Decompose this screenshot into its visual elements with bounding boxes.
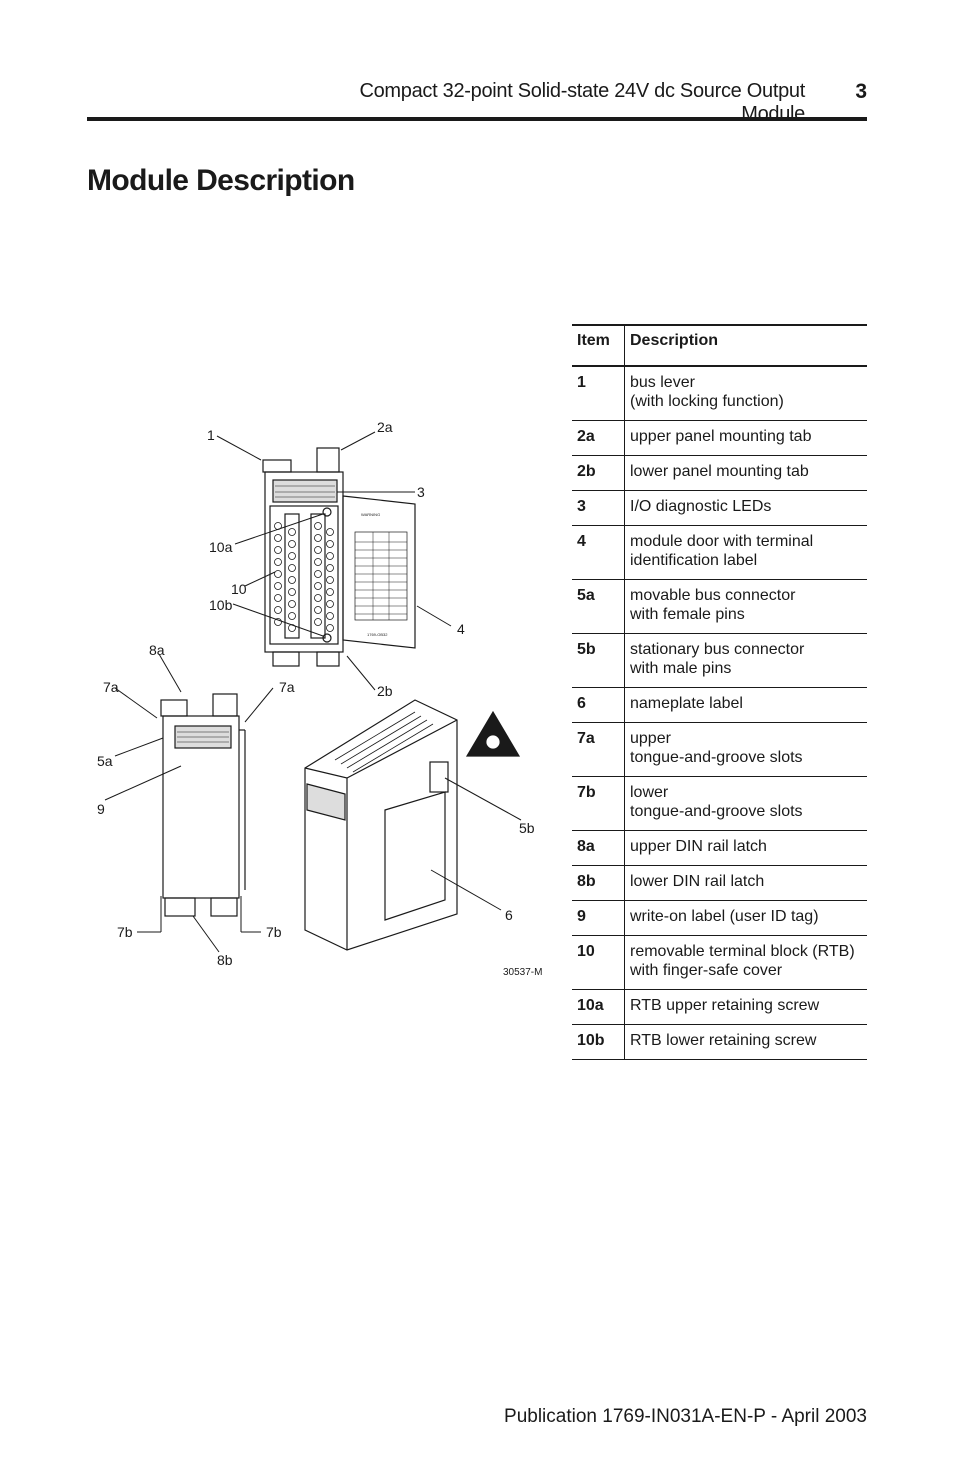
item-id: 10b	[572, 1024, 625, 1060]
table-row: 8b lower DIN rail latch	[572, 865, 867, 901]
callout-10a: 10a	[209, 539, 233, 555]
callout-7b-left: 7b	[117, 924, 133, 940]
callout-4: 4	[457, 621, 465, 637]
callout-1: 1	[207, 427, 215, 443]
item-id: 7b	[572, 776, 625, 831]
item-description: module door with terminal identification…	[630, 533, 814, 569]
item-description: write-on label (user ID tag)	[630, 908, 819, 925]
item-id: 8a	[572, 830, 625, 866]
item-id: 8b	[572, 865, 625, 901]
callout-8b: 8b	[217, 952, 233, 968]
callout-10: 10	[231, 581, 247, 597]
item-description: upper tongue-and-groove slots	[630, 730, 803, 766]
led-grid	[275, 485, 335, 498]
door-part-number: 1769-OB32	[367, 632, 388, 637]
item-description: nameplate label	[630, 695, 743, 712]
callout-7a-right: 7a	[279, 679, 295, 695]
column-header-description: Description	[630, 332, 719, 349]
module-diagram-svg: WARNING 1769-OB32 1 2a 3 10a 10 10b 4 8a…	[97, 419, 542, 978]
item-id: 10a	[572, 989, 625, 1025]
item-description: upper DIN rail latch	[630, 838, 767, 855]
table-row: 2a upper panel mounting tab	[572, 420, 867, 456]
terminal-screws	[274, 522, 334, 632]
item-id: 9	[572, 900, 625, 936]
callout-10b: 10b	[209, 597, 233, 613]
item-description: I/O diagnostic LEDs	[630, 498, 772, 515]
table-row: 2b lower panel mounting tab	[572, 455, 867, 491]
side-vents	[177, 731, 229, 743]
item-description: RTB lower retaining screw	[630, 1032, 817, 1049]
callout-3: 3	[417, 484, 425, 500]
callout-2a: 2a	[377, 419, 393, 435]
item-description: RTB upper retaining screw	[630, 997, 820, 1014]
top-ribs	[334, 711, 434, 773]
leader-lines	[104, 431, 522, 953]
callout-9: 9	[97, 801, 105, 817]
column-header-item: Item	[572, 325, 625, 366]
item-id: 2b	[572, 455, 625, 491]
table-row: 10a RTB upper retaining screw	[572, 989, 867, 1025]
callout-7b-right: 7b	[266, 924, 282, 940]
item-description: lower tongue-and-groove slots	[630, 784, 803, 820]
table-row: 9 write-on label (user ID tag)	[572, 900, 867, 936]
table-row: 6 nameplate label	[572, 687, 867, 723]
item-id: 7a	[572, 722, 625, 777]
callout-5a: 5a	[97, 753, 113, 769]
item-id: 6	[572, 687, 625, 723]
callout-5b: 5b	[519, 820, 535, 836]
item-description: lower DIN rail latch	[630, 873, 765, 890]
terminal-label-grid	[355, 532, 407, 620]
callout-6: 6	[505, 907, 513, 923]
callout-8a: 8a	[149, 642, 165, 658]
item-description: bus lever (with locking function)	[630, 374, 784, 410]
table-row: 10b RTB lower retaining screw	[572, 1024, 867, 1060]
item-id: 10	[572, 935, 625, 990]
callout-2b: 2b	[377, 683, 393, 699]
item-id: 3	[572, 490, 625, 526]
item-id: 1	[572, 366, 625, 421]
item-description: lower panel mounting tab	[630, 463, 809, 480]
item-id: 5a	[572, 579, 625, 634]
item-description: stationary bus connector with male pins	[630, 641, 805, 677]
item-id: 2a	[572, 420, 625, 456]
item-description: movable bus connector with female pins	[630, 587, 796, 623]
callout-7a-left: 7a	[103, 679, 119, 695]
table-row: 8a upper DIN rail latch	[572, 830, 867, 866]
section-title: Module Description	[87, 164, 355, 197]
page-number: 3	[855, 80, 867, 103]
table-header-row: Item Description	[572, 325, 867, 366]
footer-publication: Publication 1769-IN031A-EN-P - April 200…	[504, 1406, 867, 1427]
item-id: 4	[572, 525, 625, 580]
door-warning-text: WARNING	[361, 512, 380, 517]
item-description: upper panel mounting tab	[630, 428, 812, 445]
table-row: 3 I/O diagnostic LEDs	[572, 490, 867, 526]
module-diagram: WARNING 1769-OB32 1 2a 3 10a 10 10b 4 8a…	[85, 400, 555, 990]
header-rule	[87, 117, 867, 121]
figure-id: 30537-M	[503, 967, 542, 978]
item-description: removable terminal block (RTB) with fing…	[630, 943, 855, 979]
item-id: 5b	[572, 633, 625, 688]
